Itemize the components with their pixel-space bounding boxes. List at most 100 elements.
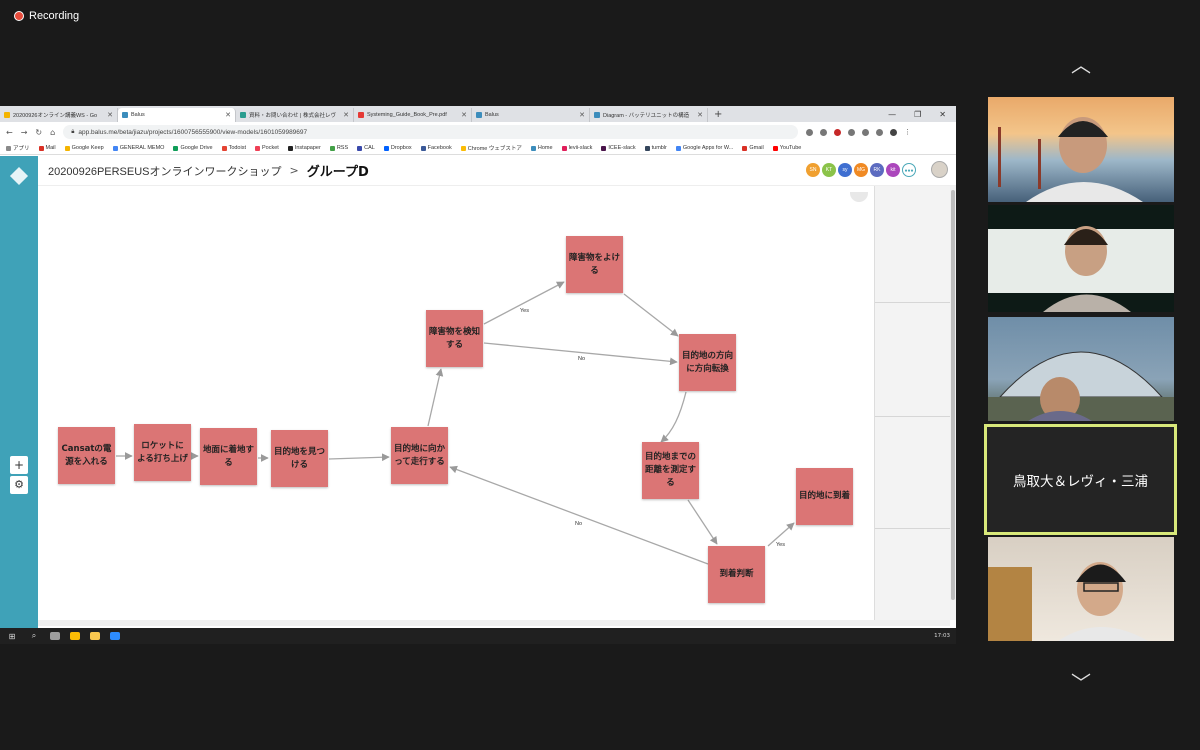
bookmark-item[interactable]: Instapaper: [287, 145, 321, 151]
settings-gear-icon[interactable]: ⚙: [10, 476, 28, 494]
avatar[interactable]: SN: [806, 163, 820, 177]
diagram-canvas[interactable]: Cansatの電源を入れる ロケットによる打ち上げ 地面に着地する 目的地を見つ…: [38, 186, 874, 620]
close-tab-icon[interactable]: ✕: [697, 112, 703, 119]
flow-node-arrival-check[interactable]: 到着判断: [708, 546, 765, 603]
flow-node-measure-distance[interactable]: 目的地までの距離を測定する: [642, 442, 699, 499]
participant-video-tile[interactable]: [988, 317, 1174, 421]
bookmark-item[interactable]: GENERAL MEMO: [112, 145, 165, 151]
bookmark-item[interactable]: Todoist: [221, 145, 246, 151]
new-tab-icon[interactable]: +: [714, 109, 723, 120]
balus-app: + ⚙ 20200926PERSEUSオンラインワークショップ > グループD …: [0, 156, 956, 628]
bookmark-item[interactable]: tumblr: [644, 145, 667, 151]
reload-icon[interactable]: ↻: [35, 127, 43, 137]
bookmark-item[interactable]: Mail: [38, 145, 56, 151]
browser-tab[interactable]: Diagram - バッテリユニットの構造✕: [590, 108, 708, 122]
close-tab-icon[interactable]: ✕: [107, 112, 113, 119]
avatar[interactable]: MG: [854, 163, 868, 177]
participant-video: [998, 117, 1143, 202]
back-icon[interactable]: ←: [6, 127, 13, 137]
flow-node-find-target[interactable]: 目的地を見つける: [271, 430, 328, 487]
flow-node-rocket-launch[interactable]: ロケットによる打ち上げ: [134, 424, 191, 481]
profile-icon[interactable]: [890, 128, 898, 136]
browser-tab[interactable]: 資料・お問い合わせ | 株式会社レヴ✕: [236, 108, 354, 122]
bookmark-item[interactable]: Dropbox: [383, 145, 412, 151]
bookmark-label: GENERAL MEMO: [119, 145, 165, 151]
bookmark-item[interactable]: アプリ: [6, 144, 30, 152]
avatar[interactable]: sy: [838, 163, 852, 177]
taskbar-app-icon[interactable]: [50, 632, 60, 640]
bookmark-item[interactable]: CAL: [357, 145, 375, 151]
bookmark-item[interactable]: YouTube: [772, 145, 801, 151]
zoom-in-button[interactable]: +: [10, 456, 28, 474]
forward-icon[interactable]: →: [20, 127, 28, 137]
close-tab-icon[interactable]: ✕: [225, 112, 231, 119]
menu-kebab-icon[interactable]: ⋮: [904, 127, 912, 136]
gallery-down-chevron-icon[interactable]: ﹀: [1071, 671, 1091, 695]
browser-tab[interactable]: Systeming_Guide_Book_Pre.pdf✕: [354, 108, 472, 122]
flow-node-power-on[interactable]: Cansatの電源を入れる: [58, 427, 115, 484]
chrome-icon[interactable]: [70, 632, 80, 640]
participant-name-tile-active-speaker[interactable]: 鳥取大＆レヴィ・三浦: [984, 424, 1177, 535]
instapaper-icon: [287, 145, 293, 151]
browser-tab[interactable]: Balus✕: [472, 108, 590, 122]
bookmark-item[interactable]: Google Keep: [64, 145, 104, 151]
minimize-icon[interactable]: —: [888, 109, 897, 119]
bookmark-item[interactable]: Google Apps for W...: [675, 145, 733, 151]
bookmark-item[interactable]: ICEE-slack: [601, 145, 636, 151]
flow-node-detect-obstacle[interactable]: 障害物を検知する: [426, 310, 483, 367]
close-tab-icon[interactable]: ✕: [579, 112, 585, 119]
flow-node-turn-to-target[interactable]: 目的地の方向に方向転換: [679, 334, 736, 391]
search-icon[interactable]: ⌕: [31, 631, 37, 640]
bookmark-item[interactable]: Home: [530, 145, 553, 151]
extension-icon[interactable]: [834, 128, 842, 136]
flow-node-drive-to-target[interactable]: 目的地に向かって走行する: [391, 427, 448, 484]
user-avatar[interactable]: [931, 161, 948, 178]
participant-video-tile[interactable]: [988, 205, 1174, 312]
bookmark-label: tumblr: [651, 145, 667, 151]
extension-icon[interactable]: [876, 128, 884, 136]
participant-video-tile[interactable]: [988, 537, 1174, 641]
bookmark-item[interactable]: Pocket: [255, 145, 279, 151]
scroll-thumb[interactable]: [951, 190, 955, 600]
home-icon[interactable]: ⌂: [50, 127, 56, 137]
balus-favicon-icon: [122, 112, 128, 118]
browser-tab-active[interactable]: Balus✕: [118, 108, 236, 122]
folder-icon[interactable]: [90, 632, 100, 640]
extension-icon[interactable]: [862, 128, 870, 136]
bookmark-label: Google Keep: [71, 145, 104, 151]
edge-yes: [483, 281, 565, 325]
bookmark-item[interactable]: Facebook: [420, 145, 452, 151]
bookmark-item[interactable]: RSS: [329, 145, 348, 151]
breadcrumb-project[interactable]: 20200926PERSEUSオンラインワークショップ: [48, 165, 282, 178]
bookmark-label: Google Drive: [180, 145, 213, 151]
avatar[interactable]: RK: [870, 163, 884, 177]
recording-indicator: Recording: [14, 10, 79, 22]
bookmark-item[interactable]: Gmail: [742, 145, 764, 151]
close-tab-icon[interactable]: ✕: [461, 112, 467, 119]
balus-logo-icon[interactable]: [9, 166, 29, 186]
windows-start-icon[interactable]: ⊞: [8, 631, 16, 641]
extension-icon[interactable]: [820, 128, 828, 136]
avatar[interactable]: kit: [886, 163, 900, 177]
bookmark-item[interactable]: Google Drive: [173, 145, 213, 151]
extension-icon[interactable]: [848, 128, 856, 136]
browser-tab[interactable]: 20200926オンライン講義WS - Go✕: [0, 108, 118, 122]
flow-node-avoid-obstacle[interactable]: 障害物をよける: [566, 236, 623, 293]
flow-node-arrived[interactable]: 目的地に到着: [796, 468, 853, 525]
bookmark-item[interactable]: Chrome ウェブストア: [460, 144, 522, 152]
avatar[interactable]: KT: [822, 163, 836, 177]
close-tab-icon[interactable]: ✕: [343, 112, 349, 119]
maximize-icon[interactable]: ❐: [914, 109, 922, 119]
horizontal-scrollbar[interactable]: [38, 620, 950, 626]
vertical-scrollbar[interactable]: [950, 186, 956, 620]
participant-video-tile[interactable]: [988, 97, 1174, 202]
zoom-icon[interactable]: [110, 632, 120, 640]
gallery-up-chevron-icon[interactable]: ︿: [1071, 53, 1091, 77]
extension-icon[interactable]: [806, 128, 814, 136]
flow-node-landing[interactable]: 地面に着地する: [200, 428, 257, 485]
close-window-icon[interactable]: ✕: [939, 109, 946, 119]
url-field[interactable]: 🔒︎ app.balus.me/beta/jiazu/projects/1600…: [63, 125, 799, 139]
bookmark-item[interactable]: levii-slack: [561, 145, 592, 151]
minimap-toggle-icon[interactable]: [850, 192, 868, 202]
more-avatars[interactable]: ●●●: [902, 163, 916, 177]
